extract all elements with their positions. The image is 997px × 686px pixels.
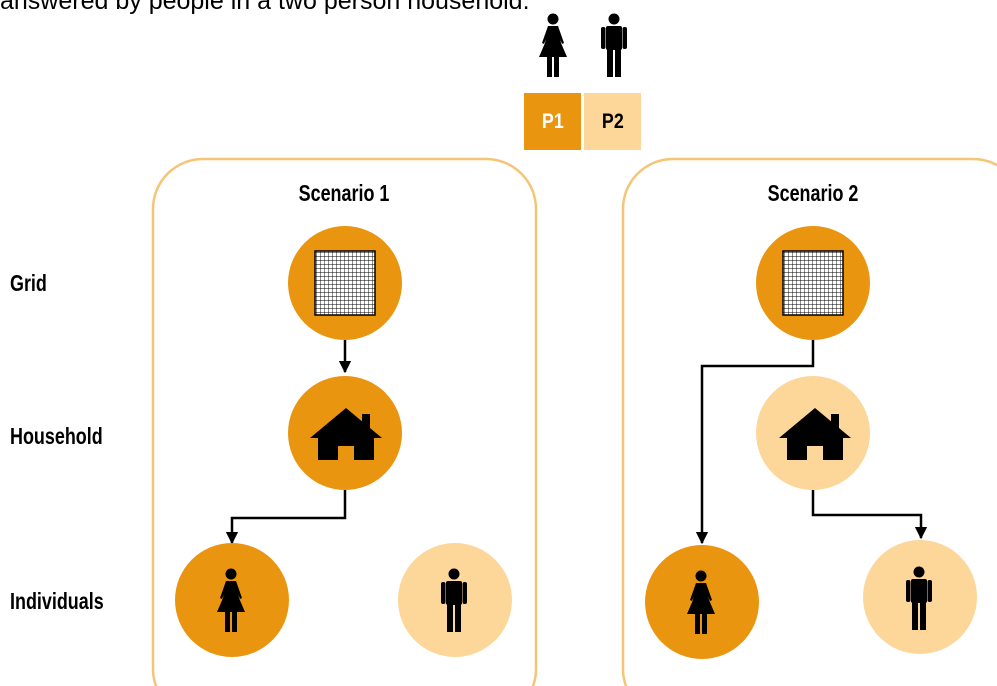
scenario-2-frame: [621, 157, 997, 686]
s1-household-to-p1-arrow: [225, 490, 347, 545]
s2-grid-icon: [782, 250, 844, 316]
scenario-1-title: Scenario 1: [298, 180, 390, 206]
s2-grid-to-p1-arrow: [695, 340, 815, 545]
legend-male-icon: [601, 13, 627, 77]
s2-household-to-p2-arrow: [811, 490, 928, 540]
legend-p2: P2: [584, 93, 641, 150]
scenario-2-title: Scenario 2: [767, 180, 859, 206]
legend-female-icon: [539, 13, 567, 77]
row-label-household: Household: [10, 423, 103, 449]
caption-text: answered by people in a two person house…: [0, 0, 530, 15]
row-label-grid: Grid: [10, 270, 47, 296]
row-label-individuals: Individuals: [10, 588, 104, 614]
legend-p1: P1: [524, 93, 581, 150]
scenario-1-frame: [151, 157, 538, 686]
s1-grid-icon: [314, 250, 376, 316]
